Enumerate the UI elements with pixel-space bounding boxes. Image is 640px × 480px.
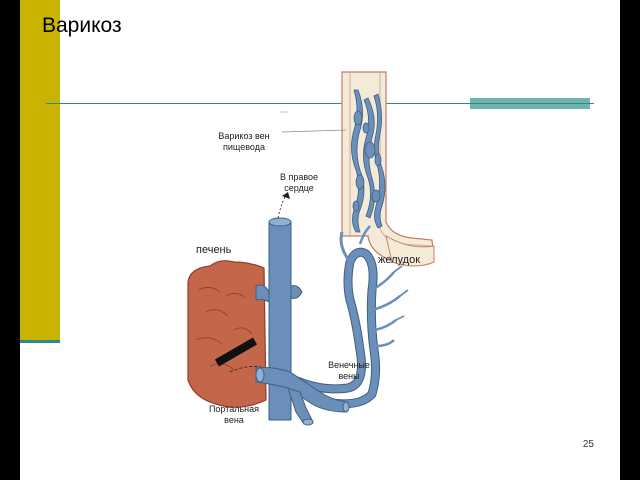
title-rule [46, 103, 594, 104]
varices-leader-line [281, 129, 347, 133]
label-to-right-heart: В правое сердце [276, 172, 322, 194]
slide: Варикоз [20, 0, 620, 480]
portal-hypertension-diagram [187, 71, 435, 426]
decor-left-bar-edge [20, 340, 60, 343]
label-esophageal-varices: Варикоз вен пищевода [208, 131, 280, 153]
esophageal-varices [351, 89, 386, 233]
label-esophageal-varices-line2: пищевода [223, 142, 265, 152]
slide-title: Варикоз [42, 14, 122, 37]
stomach [385, 234, 435, 267]
flow-arrow-liver [229, 366, 273, 373]
decor-left-bar [20, 0, 60, 340]
label-coronary-veins: Венечные вены [324, 360, 374, 382]
liver [187, 260, 267, 408]
portal-vein [255, 367, 350, 426]
page-number: 25 [582, 439, 594, 450]
label-to-right-heart-line1: В правое [279, 172, 319, 182]
arrowhead-heart [282, 192, 290, 199]
label-portal-vein-line2: вена [224, 415, 244, 425]
label-esophageal-varices-line1: Варикоз вен [218, 131, 270, 141]
label-to-right-heart-line2: сердце [284, 183, 314, 193]
coronary-veins [285, 225, 409, 409]
label-stomach: желудок [378, 254, 421, 266]
label-liver: печень [196, 244, 232, 256]
label-coronary-veins-line2: вены [338, 371, 360, 381]
label-portal-vein: Портальная вена [202, 404, 266, 426]
flow-arrow-heart [277, 191, 289, 219]
title-rule-accent-line [470, 103, 590, 104]
label-portal-vein-line1: Портальная [208, 404, 260, 414]
label-coronary-veins-line1: Венечные [328, 360, 370, 370]
